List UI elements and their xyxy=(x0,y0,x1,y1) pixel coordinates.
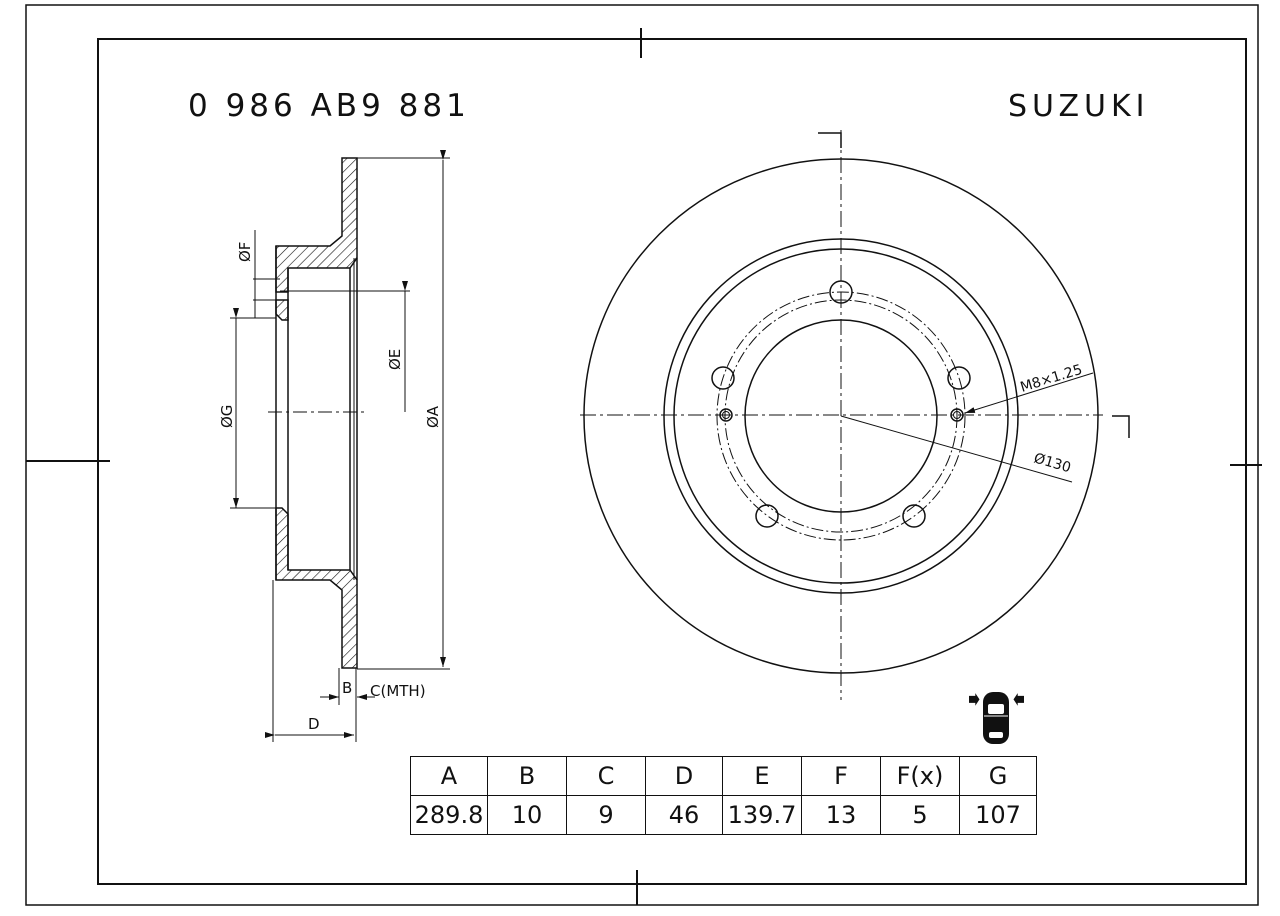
table-header-cell: D xyxy=(645,756,723,796)
table-cell-c: 9 xyxy=(566,795,646,835)
part-number: 0 986 AB9 881 xyxy=(188,88,470,124)
table-header-cell: F(x) xyxy=(880,756,960,796)
table-header-cell: A xyxy=(410,756,488,796)
table-cell-d: 46 xyxy=(645,795,723,835)
table-header-cell: G xyxy=(959,756,1037,796)
label-d: D xyxy=(308,715,320,733)
car-front-axle-icon xyxy=(969,692,1024,744)
table-header-cell: B xyxy=(487,756,567,796)
table-header-cell: F xyxy=(801,756,881,796)
table-header-cell: C xyxy=(566,756,646,796)
table-cell-b: 10 xyxy=(487,795,567,835)
dimension-table: A B C D E F F(x) G 289.8 10 9 46 139.7 1… xyxy=(410,756,1037,835)
label-dia-f: ØF xyxy=(236,242,254,262)
table-header-row: A B C D E F F(x) G xyxy=(410,756,1037,796)
table-cell-fx: 5 xyxy=(880,795,960,835)
label-b: B xyxy=(342,679,352,697)
drawing-frame xyxy=(25,4,1262,906)
label-dia-a: ØA xyxy=(424,405,442,428)
table-row: 289.8 10 9 46 139.7 13 5 107 xyxy=(410,795,1037,835)
bolt-holes xyxy=(711,280,971,528)
label-c-mth: C(MTH) xyxy=(370,682,426,700)
table-cell-g: 107 xyxy=(959,795,1037,835)
front-view xyxy=(580,130,1130,700)
label-dia-e: ØE xyxy=(386,349,404,370)
outer-border xyxy=(25,4,1259,906)
table-header-cell: E xyxy=(722,756,802,796)
thread-note: M8×1.25 xyxy=(1018,362,1084,396)
brand-name: SUZUKI xyxy=(1008,89,1150,124)
table-cell-e: 139.7 xyxy=(722,795,802,835)
section-view xyxy=(230,150,450,742)
table-cell-f: 13 xyxy=(801,795,881,835)
label-dia-g: ØG xyxy=(218,405,236,428)
table-cell-a: 289.8 xyxy=(410,795,488,835)
